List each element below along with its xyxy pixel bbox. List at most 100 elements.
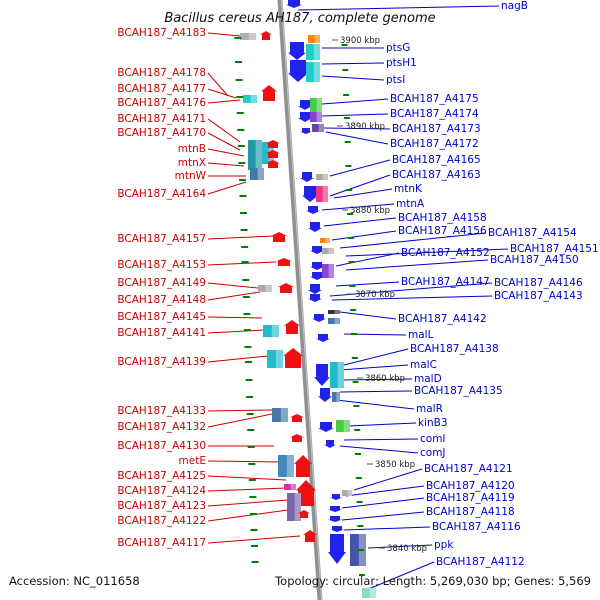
left-feature-15[interactable]	[263, 325, 279, 337]
gene-label-left[interactable]: BCAH187_A4157	[117, 233, 206, 245]
right-feature-9[interactable]	[298, 112, 312, 122]
gene-label-left[interactable]: BCAH187_A4123	[117, 500, 206, 512]
gene-label-left[interactable]: BCAH187_A4132	[117, 421, 206, 433]
gene-label-right[interactable]: BCAH187_A4118	[426, 506, 515, 518]
left-feature-17[interactable]	[267, 350, 283, 368]
gene-label-left[interactable]: BCAH187_A4139	[117, 356, 206, 368]
right-feature-12[interactable]	[300, 128, 312, 134]
right-feature-8[interactable]	[310, 98, 322, 112]
right-feature-17[interactable]	[306, 206, 320, 214]
gene-label-right[interactable]: BCAH187_A4154	[488, 227, 577, 239]
gene-label-right[interactable]: BCAH187_A4150	[490, 254, 579, 266]
gene-label-right[interactable]: nagB	[501, 0, 528, 12]
left-feature-7[interactable]	[266, 140, 280, 148]
left-feature-2[interactable]	[260, 31, 272, 40]
right-feature-38[interactable]	[342, 490, 352, 496]
left-feature-12[interactable]	[276, 258, 292, 266]
left-feature-8[interactable]	[266, 150, 280, 158]
gene-label-right[interactable]: mtnK	[394, 183, 423, 195]
right-feature-30[interactable]	[316, 334, 330, 342]
right-feature-21[interactable]	[322, 248, 334, 254]
gene-label-left[interactable]: BCAH187_A4153	[117, 259, 206, 271]
gene-label-left[interactable]: BCAH187_A4176	[117, 97, 206, 109]
gene-label-right[interactable]: BCAH187_A4138	[410, 343, 499, 355]
left-feature-26[interactable]	[287, 493, 301, 521]
gene-label-right[interactable]: BCAH187_A4147	[401, 276, 490, 288]
right-feature-36[interactable]	[336, 420, 350, 432]
right-feature-6[interactable]	[306, 62, 320, 82]
gene-label-right[interactable]: malR	[416, 403, 443, 415]
gene-label-right[interactable]: malC	[410, 359, 437, 371]
right-feature-23[interactable]	[322, 264, 334, 278]
right-feature-4[interactable]	[306, 44, 320, 60]
right-feature-45[interactable]	[362, 588, 376, 598]
left-feature-10[interactable]	[250, 168, 264, 180]
gene-label-left[interactable]: BCAH187_A4122	[117, 515, 206, 527]
gene-label-right[interactable]: BCAH187_A4112	[436, 556, 525, 568]
gene-label-right[interactable]: BCAH187_A4163	[392, 169, 481, 181]
left-feature-5[interactable]	[248, 140, 262, 170]
right-feature-40[interactable]	[328, 506, 342, 512]
gene-label-right[interactable]: ptsH1	[386, 57, 417, 69]
left-feature-21[interactable]	[290, 434, 304, 442]
right-feature-26[interactable]	[308, 294, 322, 302]
right-feature-14[interactable]	[300, 172, 314, 182]
gene-label-left[interactable]: BCAH187_A4130	[117, 440, 206, 452]
gene-label-left[interactable]: BCAH187_A4183	[117, 27, 206, 39]
gene-label-left[interactable]: BCAH187_A4145	[117, 311, 206, 323]
gene-label-right[interactable]: BCAH187_A4143	[494, 290, 583, 302]
gene-label-left[interactable]: BCAH187_A4124	[117, 485, 206, 497]
gene-label-right[interactable]: kinB3	[418, 417, 448, 429]
gene-label-left[interactable]: BCAH187_A4133	[117, 405, 206, 417]
gene-label-right[interactable]: ptsI	[386, 74, 405, 86]
left-feature-16[interactable]	[284, 320, 300, 334]
gene-label-right[interactable]: BCAH187_A4146	[494, 277, 583, 289]
gene-label-right[interactable]: BCAH187_A4121	[424, 463, 513, 475]
gene-label-left[interactable]: BCAH187_A4170	[117, 127, 206, 139]
left-feature-27[interactable]	[298, 510, 310, 518]
gene-label-right[interactable]: BCAH187_A4152	[401, 247, 490, 259]
gene-label-left[interactable]: mtnB	[178, 143, 206, 155]
left-feature-20[interactable]	[290, 414, 304, 422]
gene-label-right[interactable]: BCAH187_A4142	[398, 313, 487, 325]
gene-label-right[interactable]: ptsG	[386, 42, 410, 54]
gene-label-left[interactable]: BCAH187_A4148	[117, 294, 206, 306]
right-feature-37[interactable]	[324, 440, 336, 448]
gene-label-right[interactable]: BCAH187_A4156	[398, 225, 487, 237]
right-feature-18[interactable]	[308, 222, 322, 232]
right-feature-41[interactable]	[328, 516, 342, 522]
gene-label-right[interactable]: BCAH187_A4151	[510, 243, 599, 255]
gene-label-left[interactable]: mtnX	[178, 157, 206, 169]
right-feature-31[interactable]	[314, 364, 330, 386]
right-feature-42[interactable]	[330, 526, 344, 532]
left-feature-23[interactable]	[294, 455, 312, 477]
gene-label-left[interactable]: BCAH187_A4177	[117, 83, 206, 95]
gene-label-left[interactable]: mtnW	[175, 170, 207, 182]
right-feature-13[interactable]	[316, 174, 328, 180]
gene-labels[interactable]: BCAH187_A4183BCAH187_A4178BCAH187_A4177B…	[117, 0, 598, 568]
left-feature-14[interactable]	[278, 283, 294, 293]
right-feature-25[interactable]	[308, 284, 322, 294]
gene-label-left[interactable]: BCAH187_A4125	[117, 470, 206, 482]
right-feature-28[interactable]	[328, 318, 340, 324]
gene-label-left[interactable]: metE	[179, 455, 206, 467]
right-feature-43[interactable]	[328, 534, 346, 564]
gene-label-left[interactable]: BCAH187_A4171	[117, 113, 206, 125]
right-feature-11[interactable]	[312, 124, 324, 132]
left-feature-22[interactable]	[278, 455, 294, 477]
gene-label-right[interactable]: BCAH187_A4120	[426, 480, 515, 492]
gene-label-right[interactable]: comJ	[420, 447, 446, 459]
gene-label-left[interactable]: BCAH187_A4141	[117, 327, 206, 339]
right-feature-35[interactable]	[318, 422, 334, 432]
gene-label-right[interactable]: BCAH187_A4172	[390, 138, 479, 150]
right-feature-39[interactable]	[330, 494, 342, 500]
right-feature-24[interactable]	[310, 272, 324, 280]
left-feature-19[interactable]	[272, 408, 288, 422]
right-feature-7[interactable]	[298, 100, 312, 110]
right-feature-1[interactable]	[286, 0, 302, 8]
right-feature-19[interactable]	[320, 238, 330, 243]
left-feature-28[interactable]	[303, 530, 317, 542]
right-feature-16[interactable]	[316, 186, 328, 202]
left-feature-18[interactable]	[283, 348, 303, 368]
left-feature-3[interactable]	[243, 95, 257, 103]
